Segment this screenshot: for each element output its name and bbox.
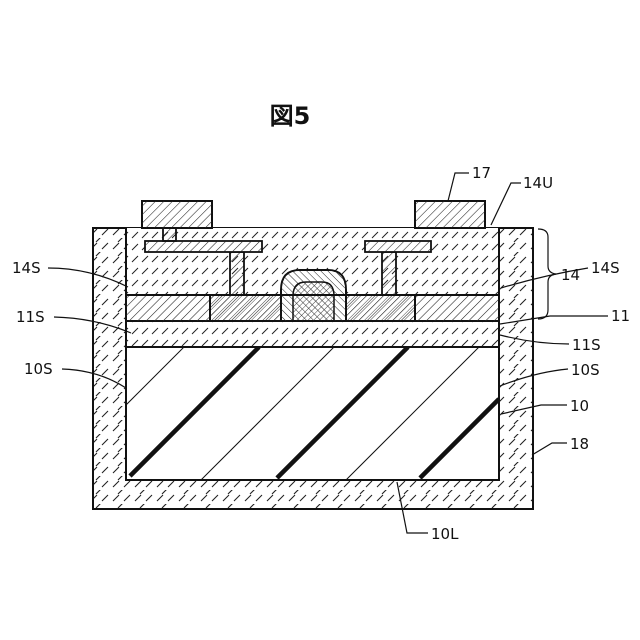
label-14S-left: 14S	[12, 259, 41, 277]
label-11S-left: 11S	[16, 308, 45, 326]
label-10: 10	[570, 397, 589, 415]
insulating-film-11	[126, 321, 499, 347]
label-10L: 10L	[431, 525, 459, 543]
substrate-10	[126, 347, 499, 480]
label-10S-left: 10S	[24, 360, 53, 378]
pad-17-left	[142, 201, 212, 228]
interlayer-insulator-14	[126, 228, 499, 296]
label-11S-right: 11S	[572, 336, 601, 354]
label-14: 14	[561, 266, 580, 284]
label-18: 18	[570, 435, 589, 453]
label-17: 17	[472, 164, 491, 182]
label-11: 11	[611, 307, 630, 325]
pad-17-right	[415, 201, 485, 228]
label-14S-right: 14S	[591, 259, 620, 277]
label-14U: 14U	[523, 174, 553, 192]
label-10S-right: 10S	[571, 361, 600, 379]
figure-title: 図5	[270, 102, 311, 130]
